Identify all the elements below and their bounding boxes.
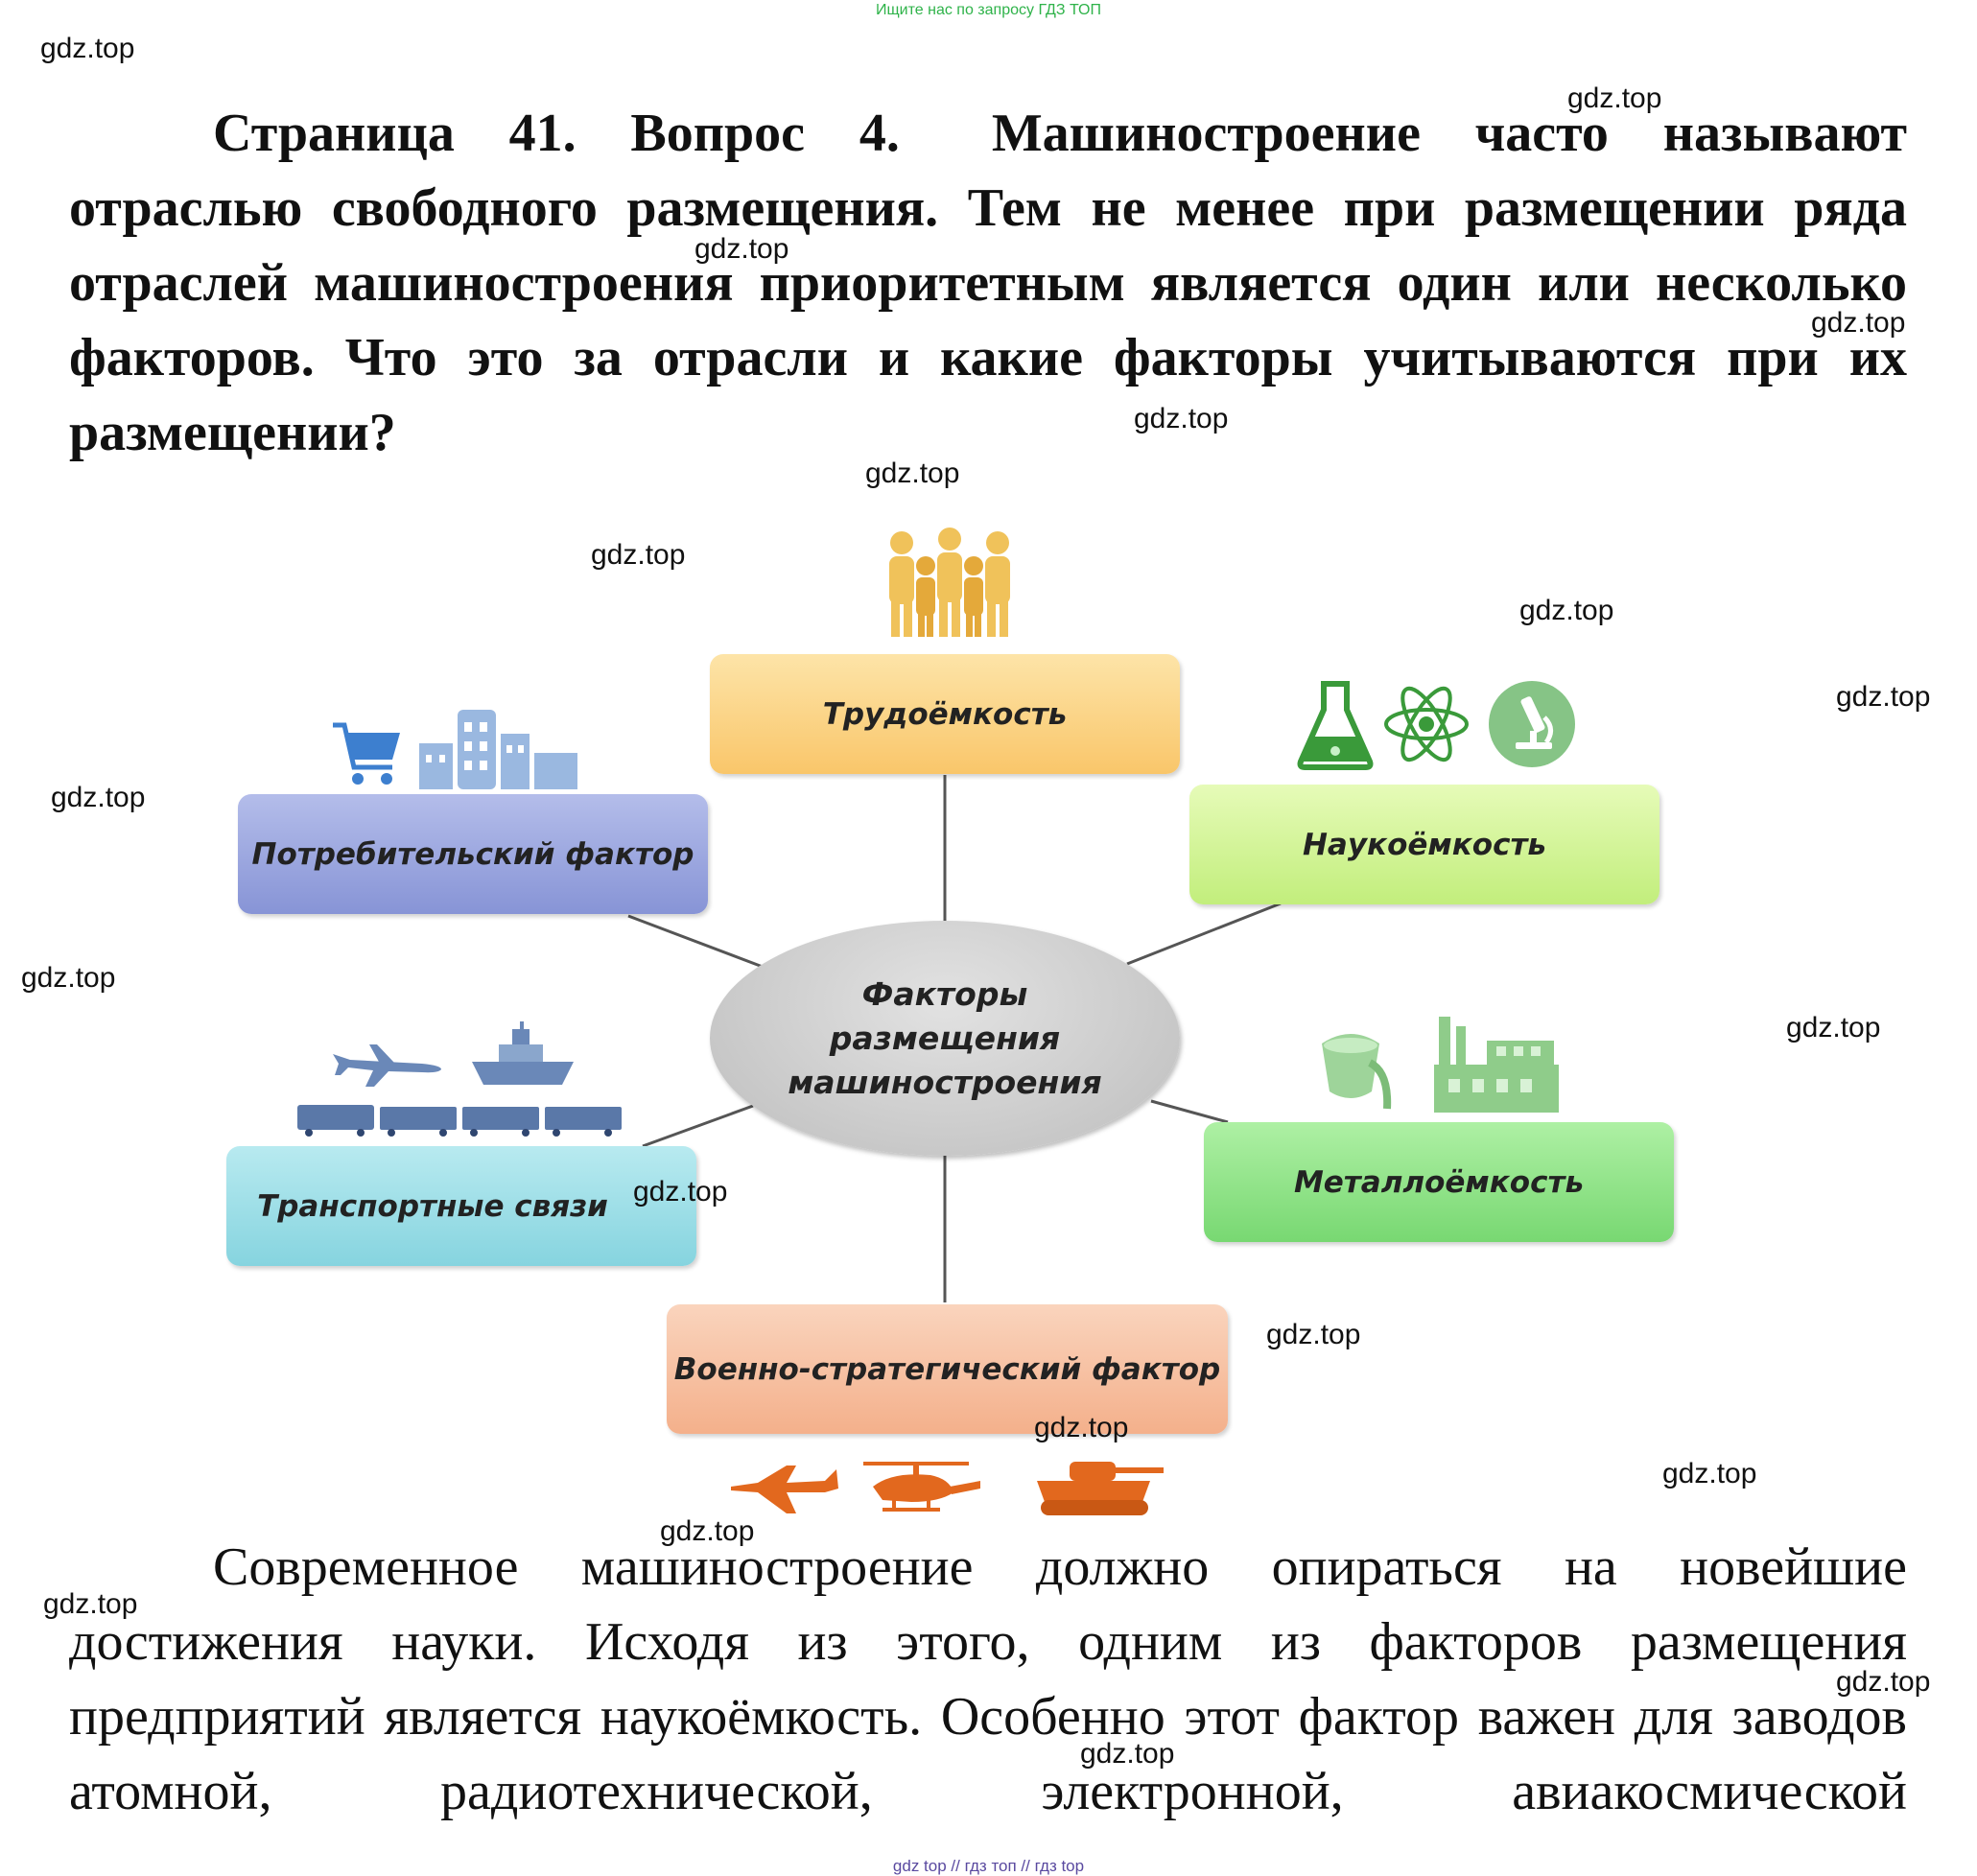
box-transport-label: Транспортные связи <box>257 1188 608 1224</box>
center-label-line2: размещения <box>829 1019 1061 1057</box>
flask-icon <box>1297 681 1374 770</box>
center-factors-ellipse: Факторы размещения машиностроения <box>710 921 1180 1156</box>
box-military-factor: Военно-стратегический фактор <box>667 1304 1228 1434</box>
box-labor-label: Трудоёмкость <box>822 696 1068 732</box>
connector-transport <box>642 1104 754 1148</box>
footer-watermark: gdz top // гдз топ // гдз top <box>892 1857 1085 1875</box>
tank-icon <box>1037 1462 1164 1515</box>
watermark: gdz.top <box>865 457 960 489</box>
shopping-cart-icon <box>333 722 400 785</box>
box-consumer-factor: Потребительский фактор <box>238 794 708 914</box>
watermark: gdz.top <box>40 33 135 64</box>
train-icon <box>297 1105 622 1137</box>
box-science-label: Наукоёмкость <box>1302 827 1547 862</box>
watermark: gdz.top <box>1034 1412 1129 1443</box>
fighter-jet-icon <box>731 1466 838 1513</box>
watermark: gdz.top <box>1080 1738 1175 1770</box>
watermark: gdz.top <box>1266 1319 1361 1350</box>
box-metal-intensity: Металлоёмкость <box>1204 1122 1674 1242</box>
connector-metal <box>1150 1099 1229 1124</box>
people-group-icon <box>889 528 1010 637</box>
question-text: Страница 41. Вопрос 4.Машиностроение час… <box>69 96 1907 470</box>
watermark: gdz.top <box>1836 1666 1931 1698</box>
watermark: gdz.top <box>1662 1458 1757 1489</box>
box-labor-intensity: Трудоёмкость <box>710 654 1180 774</box>
box-consumer-label: Потребительский фактор <box>251 836 694 872</box>
box-metal-label: Металлоёмкость <box>1293 1164 1585 1200</box>
watermark: gdz.top <box>21 962 116 994</box>
airplane-icon <box>333 1044 441 1087</box>
center-label-line3: машиностроения <box>788 1063 1102 1101</box>
watermark: gdz.top <box>1567 82 1662 114</box>
buildings-icon <box>419 710 577 789</box>
top-banner: Ищите нас по запросу ГДЗ ТОП <box>876 2 1101 18</box>
center-label-line1: Факторы <box>861 974 1028 1013</box>
connector-science <box>1126 902 1282 966</box>
helicopter-icon <box>863 1462 980 1512</box>
connector-consumer <box>627 914 764 969</box>
question-body: Машиностроение часто называют отраслью с… <box>69 104 1908 462</box>
watermark: gdz.top <box>591 539 686 571</box>
box-science-intensity: Наукоёмкость <box>1189 785 1659 904</box>
watermark: gdz.top <box>1811 307 1906 339</box>
watermark: gdz.top <box>51 782 146 813</box>
watermark: gdz.top <box>1786 1012 1881 1044</box>
watermark: gdz.top <box>694 233 789 265</box>
question-title: Страница 41. Вопрос 4. <box>213 104 900 163</box>
watermark: gdz.top <box>43 1588 138 1620</box>
answer-text: Современное машиностроение должно опират… <box>69 1537 1907 1821</box>
watermark: gdz.top <box>633 1176 728 1208</box>
box-military-label: Военно-стратегический фактор <box>673 1351 1221 1387</box>
watermark: gdz.top <box>1134 403 1229 434</box>
watermark: gdz.top <box>1519 595 1614 626</box>
atom-icon <box>1384 686 1469 762</box>
watermark: gdz.top <box>1836 681 1931 713</box>
watermark: gdz.top <box>660 1515 755 1547</box>
microscope-icon <box>1489 681 1575 767</box>
box-transport-links: Транспортные связи <box>226 1146 696 1266</box>
ladle-icon <box>1322 1034 1392 1110</box>
factory-icon <box>1434 1017 1559 1113</box>
ship-icon <box>472 1021 574 1085</box>
